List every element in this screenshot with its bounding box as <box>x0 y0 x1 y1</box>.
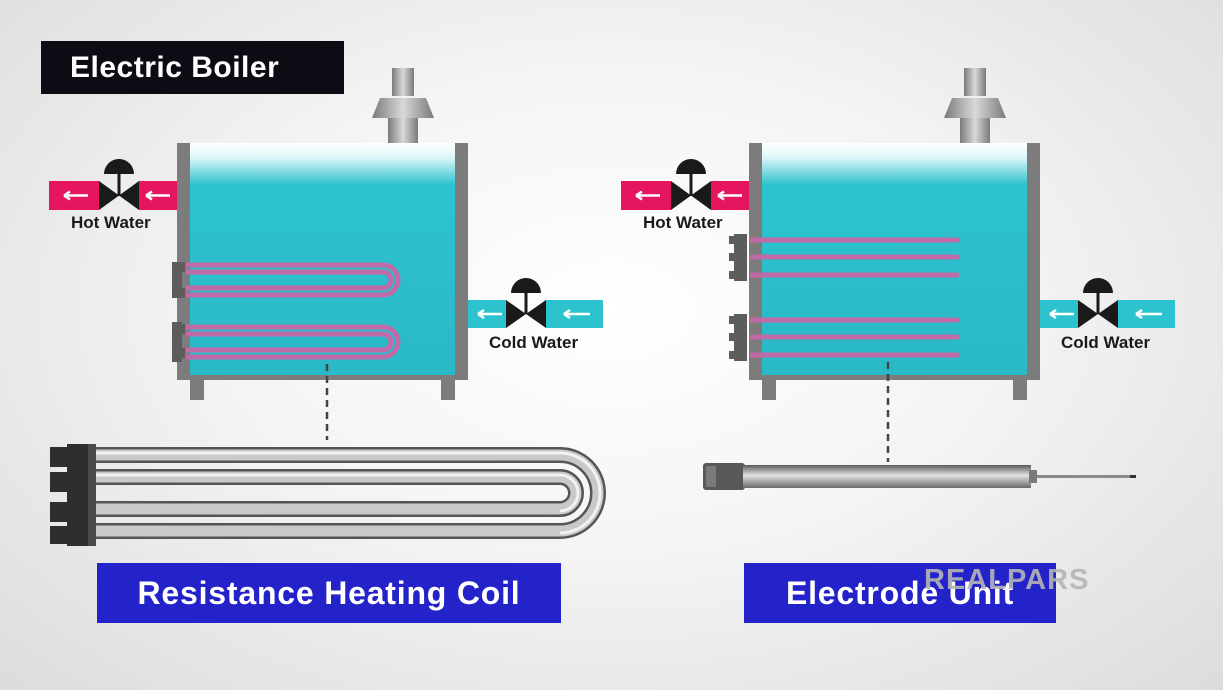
left-tank-water <box>190 143 455 375</box>
left-tank-coil-flanges <box>172 262 185 362</box>
left-hot-water-valve-icon <box>99 159 139 210</box>
electrode-unit <box>703 463 1136 490</box>
left-boiler <box>49 68 606 546</box>
page-title: Electric Boiler <box>41 41 344 94</box>
electrode-unit-caption: Electrode Unit <box>744 563 1056 623</box>
resistance-heating-coil-caption: Resistance Heating Coil <box>97 563 561 623</box>
right-boiler <box>621 68 1175 490</box>
right-tank-electrode-flanges <box>729 234 747 361</box>
left-chimney <box>372 68 434 144</box>
right-cold-water-valve-icon <box>1078 278 1118 328</box>
realpars-logo: REALPARS <box>924 564 1090 596</box>
right-tank-electrodes <box>749 237 960 358</box>
left-cold-water-valve-icon <box>506 278 546 328</box>
left-cold-water-label: Cold Water <box>489 333 579 352</box>
right-hot-water-label: Hot Water <box>643 213 723 232</box>
right-chimney <box>944 68 1006 144</box>
right-hot-water-pipe <box>621 181 749 210</box>
right-cold-water-label: Cold Water <box>1061 333 1151 352</box>
left-cold-water-pipe <box>468 300 603 328</box>
left-tank-heating-coils <box>186 262 401 360</box>
resistance-heating-coil <box>50 444 606 546</box>
left-hot-water-label: Hot Water <box>71 213 151 232</box>
right-hot-water-valve-icon <box>671 159 711 210</box>
left-hot-water-pipe <box>49 181 177 210</box>
right-cold-water-pipe <box>1040 300 1175 328</box>
